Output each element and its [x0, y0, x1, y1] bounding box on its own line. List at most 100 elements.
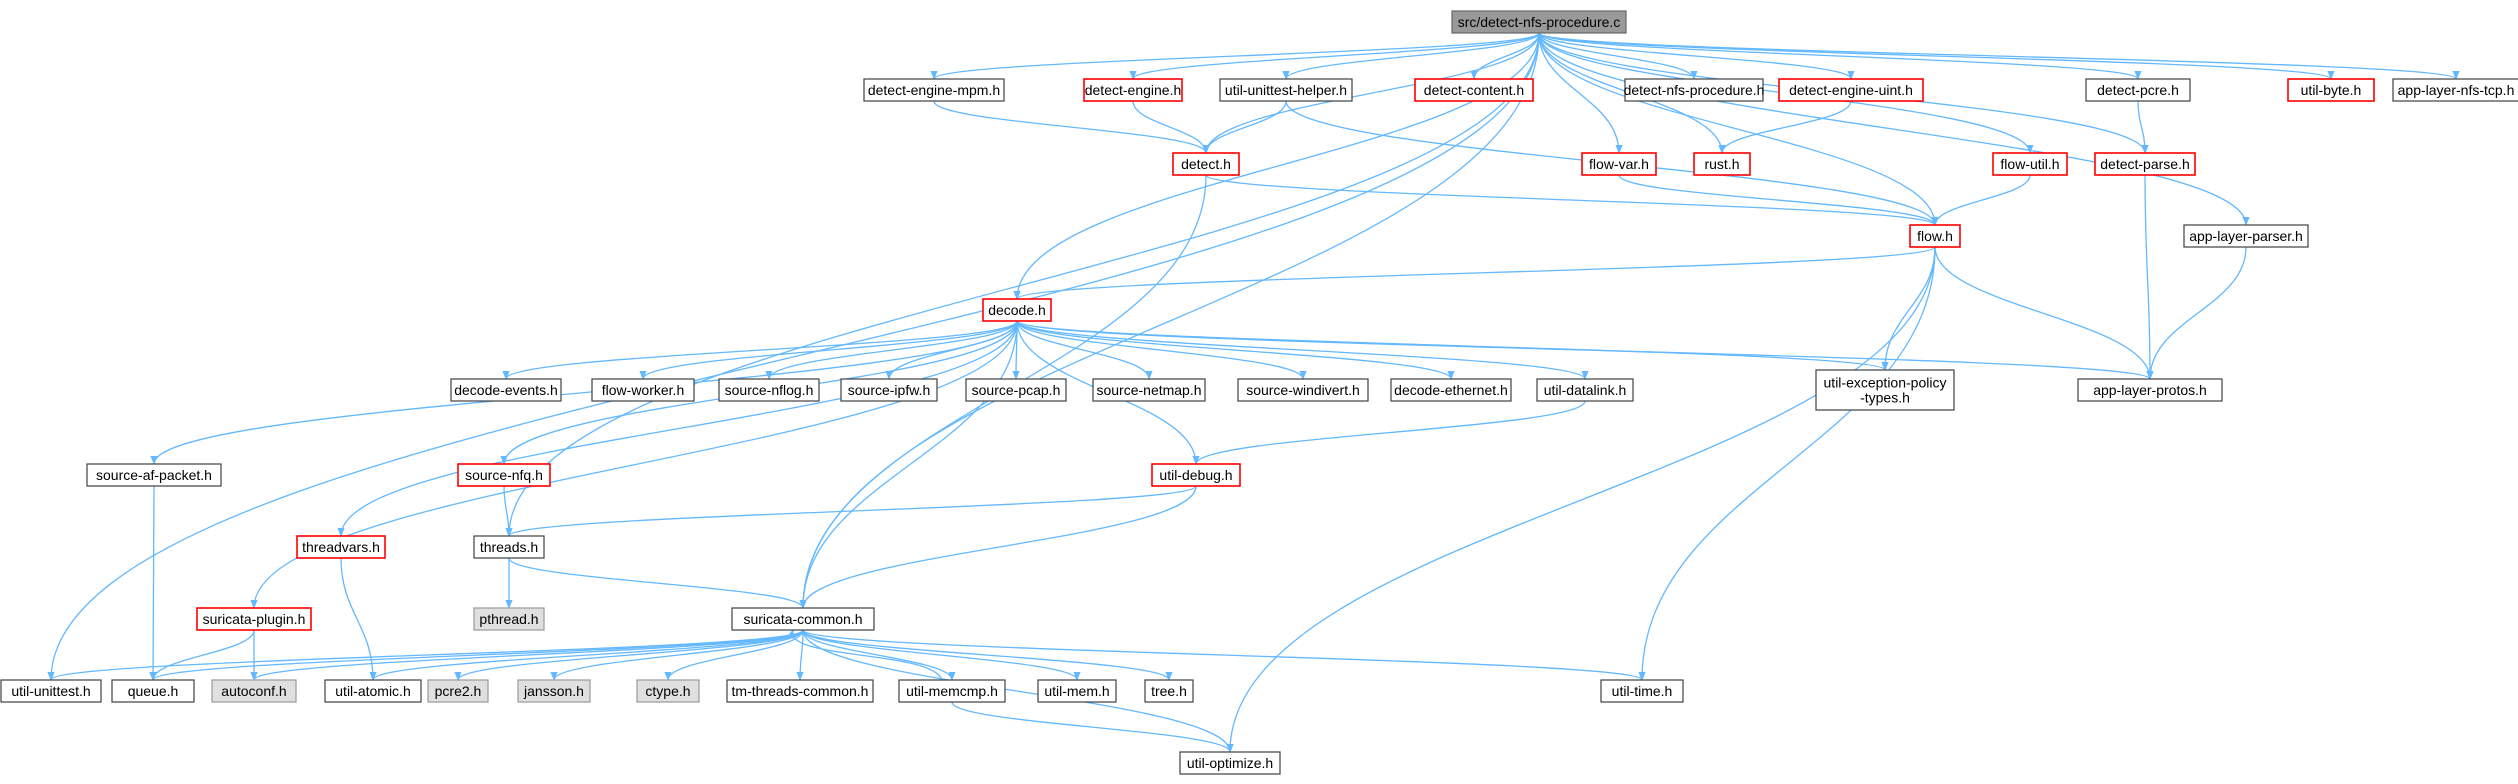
- edge-datalink-to-debug: [1192, 400, 1586, 465]
- node-box: [324, 679, 422, 703]
- node-autoconf[interactable]: autoconf.h: [211, 679, 297, 703]
- node-flowvar[interactable]: flow-var.h: [1581, 152, 1657, 176]
- node-tmthreads[interactable]: tm-threads-common.h: [726, 679, 874, 703]
- node-queue[interactable]: queue.h: [111, 679, 195, 703]
- node-threads[interactable]: threads.h: [473, 535, 545, 559]
- edge-root-to-flow: [1538, 32, 1939, 226]
- node-byte[interactable]: util-byte.h: [2287, 78, 2375, 102]
- edge-decode-to-windivert: [1016, 320, 1307, 380]
- node-engine[interactable]: detect-engine.h: [1083, 78, 1183, 102]
- node-netmap[interactable]: source-netmap.h: [1092, 378, 1206, 402]
- node-box: [2077, 378, 2223, 402]
- node-box: [296, 535, 386, 559]
- node-pcre[interactable]: detect-pcre.h: [2085, 78, 2191, 102]
- node-label: source-af-packet.h: [96, 467, 212, 483]
- node-ctype[interactable]: ctype.h: [636, 679, 700, 703]
- node-threadvars[interactable]: threadvars.h: [296, 535, 386, 559]
- node-detect[interactable]: detect.h: [1172, 152, 1240, 176]
- node-label: detect-nfs-procedure.h: [1624, 82, 1765, 98]
- node-label: tm-threads-common.h: [732, 683, 869, 699]
- node-label: util-debug.h: [1159, 467, 1232, 483]
- node-mem[interactable]: util-mem.h: [1037, 679, 1117, 703]
- edge-common-to-memcmp: [802, 629, 956, 681]
- node-box: [1151, 463, 1241, 487]
- node-nfq[interactable]: source-nfq.h: [457, 463, 551, 487]
- node-box: [196, 607, 312, 631]
- node-rust[interactable]: rust.h: [1693, 152, 1751, 176]
- node-label: threadvars.h: [302, 539, 380, 555]
- edge-decode-to-decevents: [502, 320, 1018, 380]
- node-windivert[interactable]: source-windivert.h: [1237, 378, 1369, 402]
- edge-decode-to-common: [799, 320, 1018, 609]
- edge-memcmp-to-optimize: [951, 701, 1234, 753]
- node-label: source-netmap.h: [1096, 382, 1201, 398]
- edge-plugin-to-queue: [149, 629, 255, 681]
- node-common[interactable]: suricata-common.h: [731, 607, 875, 631]
- node-label: detect-parse.h: [2100, 156, 2190, 172]
- node-box: [1451, 10, 1627, 34]
- node-nflog[interactable]: source-nflog.h: [718, 378, 820, 402]
- node-pthread[interactable]: pthread.h: [473, 607, 545, 631]
- node-label: threads.h: [480, 539, 538, 555]
- node-uint[interactable]: detect-engine-uint.h: [1778, 78, 1924, 102]
- node-decode[interactable]: decode.h: [982, 298, 1052, 322]
- edge-decode-to-netmap: [1016, 320, 1153, 380]
- node-label: app-layer-parser.h: [2189, 228, 2303, 244]
- node-pcap[interactable]: source-pcap.h: [965, 378, 1067, 402]
- node-box: [1815, 369, 1955, 411]
- node-mpm[interactable]: detect-engine-mpm.h: [863, 78, 1005, 102]
- node-box: [1390, 378, 1512, 402]
- node-ipfw[interactable]: source-ipfw.h: [840, 378, 938, 402]
- node-box: [636, 679, 700, 703]
- node-decevents[interactable]: decode-events.h: [450, 378, 562, 402]
- node-tree[interactable]: tree.h: [1144, 679, 1194, 703]
- node-box: [726, 679, 874, 703]
- edge-root-to-decode: [1013, 32, 1540, 300]
- node-label: ctype.h: [645, 683, 690, 699]
- node-debug[interactable]: util-debug.h: [1151, 463, 1241, 487]
- node-optimize[interactable]: util-optimize.h: [1179, 751, 1281, 775]
- edge-common-to-ctype: [664, 629, 804, 681]
- node-box: [863, 78, 1005, 102]
- node-unithelper[interactable]: util-unittest-helper.h: [1219, 78, 1353, 102]
- node-box: [731, 607, 875, 631]
- edge-root-to-uint: [1538, 32, 1855, 80]
- node-memcmp[interactable]: util-memcmp.h: [898, 679, 1006, 703]
- node-afpacket[interactable]: source-af-packet.h: [86, 463, 222, 487]
- node-time[interactable]: util-time.h: [1600, 679, 1684, 703]
- node-label: source-nfq.h: [465, 467, 543, 483]
- node-atomic[interactable]: util-atomic.h: [324, 679, 422, 703]
- node-label: detect-pcre.h: [2097, 82, 2179, 98]
- node-flowworker[interactable]: flow-worker.h: [591, 378, 695, 402]
- node-label: queue.h: [128, 683, 179, 699]
- node-pcre2[interactable]: pcre2.h: [427, 679, 489, 703]
- node-exception[interactable]: util-exception-policy-types.h: [1815, 369, 1955, 411]
- edge-flow-to-time: [1638, 246, 1936, 681]
- edge-uint-to-rust: [1718, 100, 1852, 154]
- node-ethernet[interactable]: decode-ethernet.h: [1390, 378, 1512, 402]
- node-jansson[interactable]: jansson.h: [517, 679, 591, 703]
- node-protos[interactable]: app-layer-protos.h: [2077, 378, 2223, 402]
- edge-threads-to-common: [508, 557, 807, 609]
- node-root[interactable]: src/detect-nfs-procedure.c: [1451, 10, 1627, 34]
- node-datalink[interactable]: util-datalink.h: [1536, 378, 1634, 402]
- edge-common-to-time: [802, 629, 1646, 681]
- node-label: util-byte.h: [2301, 82, 2362, 98]
- node-flowutil[interactable]: flow-util.h: [1992, 152, 2068, 176]
- node-flow[interactable]: flow.h: [1909, 224, 1961, 248]
- node-nfstcp[interactable]: app-layer-nfs-tcp.h: [2392, 78, 2518, 102]
- edge-common-to-atomic: [369, 629, 804, 681]
- edge-common-to-pcre2: [454, 629, 804, 681]
- edge-flow-to-decode: [1013, 246, 1936, 300]
- node-unittest[interactable]: util-unittest.h: [0, 679, 102, 703]
- node-label: detect-content.h: [1424, 82, 1524, 98]
- node-parse[interactable]: detect-parse.h: [2094, 152, 2196, 176]
- node-label: pthread.h: [479, 611, 538, 627]
- node-nfsproc[interactable]: detect-nfs-procedure.h: [1624, 78, 1765, 102]
- node-content[interactable]: detect-content.h: [1414, 78, 1534, 102]
- node-alparser[interactable]: app-layer-parser.h: [2183, 224, 2309, 248]
- edge-debug-to-common: [799, 485, 1197, 609]
- node-plugin[interactable]: suricata-plugin.h: [196, 607, 312, 631]
- node-box: [2183, 224, 2309, 248]
- node-box: [840, 378, 938, 402]
